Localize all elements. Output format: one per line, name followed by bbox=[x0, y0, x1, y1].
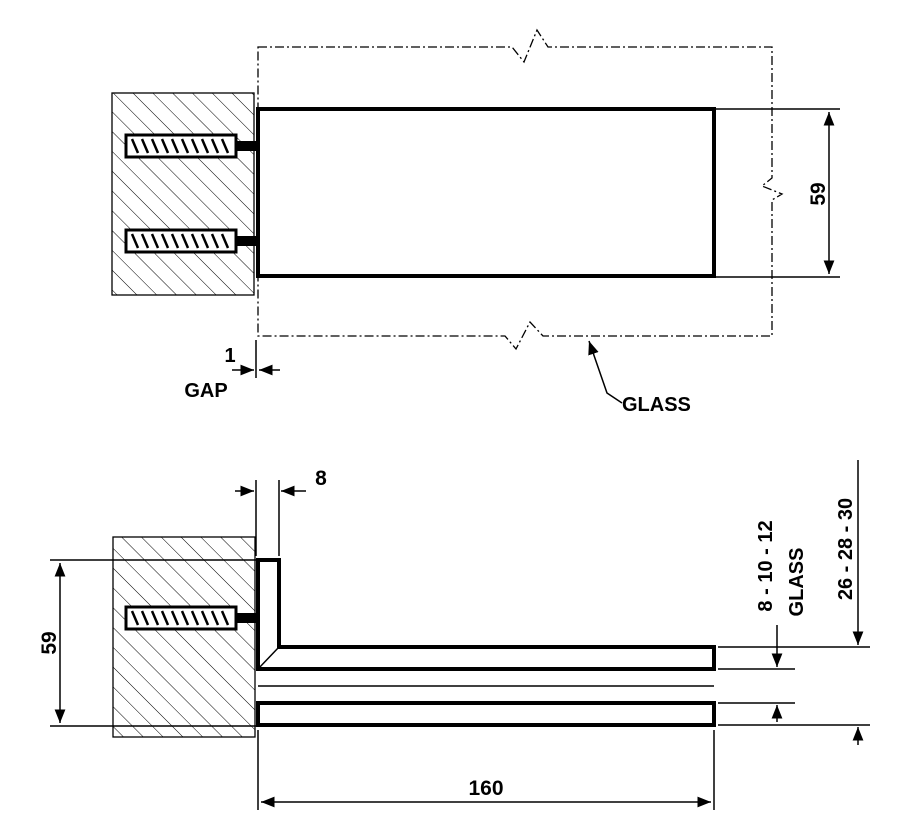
glass-label-side: GLASS bbox=[786, 548, 808, 617]
dimension-label-height-side: 59 bbox=[38, 631, 61, 654]
overall-thickness-options: 26 - 28 - 30 bbox=[835, 498, 857, 600]
gap-value: 1 bbox=[224, 345, 235, 367]
glass-thickness-options: 8 - 10 - 12 bbox=[755, 520, 777, 611]
dimension-label-length: 160 bbox=[468, 777, 503, 800]
dimension-label-lip: 8 bbox=[315, 467, 327, 490]
bracket-upper-l-profile bbox=[256, 558, 716, 671]
glass-outline-top bbox=[257, 28, 784, 351]
bracket-plate-top bbox=[256, 107, 716, 278]
anchor-bolt-side bbox=[124, 605, 256, 631]
bracket-lower-plate bbox=[256, 701, 716, 727]
wall-block-side bbox=[112, 536, 256, 738]
top-view: 59 1 GAP GLASS bbox=[111, 28, 840, 416]
wall-block-top bbox=[111, 92, 255, 296]
glass-leader-top bbox=[588, 340, 623, 404]
gap-label: GAP bbox=[184, 380, 227, 402]
anchor-bolt-top-2 bbox=[124, 228, 256, 254]
anchor-bolt-top-1 bbox=[124, 133, 256, 159]
dimension-label-height-top: 59 bbox=[807, 182, 830, 205]
glass-label-top: GLASS bbox=[622, 394, 691, 416]
side-view: 8 59 160 8 - 10 - 12 GLASS 26 - 28 - 30 bbox=[38, 460, 870, 810]
